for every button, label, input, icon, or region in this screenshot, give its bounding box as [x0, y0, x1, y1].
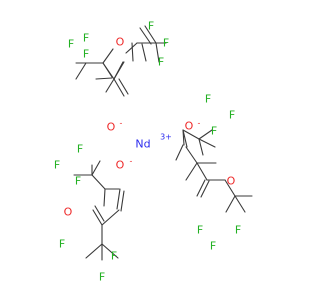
atom-f16: F [59, 238, 65, 251]
atom-f15: F [75, 175, 81, 188]
atom-f5: F [163, 37, 169, 50]
bond [105, 78, 115, 93]
bond [91, 160, 101, 176]
bond [131, 42, 134, 62]
atom-o-anion-3: O [116, 159, 125, 172]
bond [155, 42, 160, 63]
atom-o-anion-1: O [107, 121, 116, 134]
atom-f18: F [111, 250, 117, 263]
atom-f10: F [197, 224, 203, 237]
bond [95, 77, 113, 80]
bond [103, 188, 106, 207]
atom-o-keto-2: O [227, 175, 236, 188]
bond [125, 42, 138, 54]
charge-labels: - - - 3+ [120, 119, 201, 166]
atom-labels: F F F F F F O O F F F O O F F F F F F O … [54, 20, 241, 284]
bond [141, 43, 147, 62]
atom-f1: F [83, 32, 89, 45]
atom-f7: F [205, 93, 211, 106]
bond [175, 144, 184, 161]
bond [94, 205, 105, 222]
atom-f11: F [210, 240, 216, 253]
bond [101, 209, 120, 226]
bond [196, 162, 208, 181]
bond [234, 195, 246, 213]
bond [91, 174, 106, 190]
atom-nd: Nd [135, 138, 150, 151]
charge-minus-2: - [198, 119, 201, 128]
bond [102, 48, 114, 64]
atom-f3: F [68, 38, 74, 51]
bond [182, 129, 188, 148]
atom-f9: F [211, 125, 217, 138]
bond [102, 62, 115, 80]
charge-nd-3plus: 3+ [160, 133, 172, 142]
bond [144, 25, 157, 44]
atom-f13: F [77, 143, 83, 156]
bond [116, 188, 121, 210]
bond [198, 138, 204, 156]
bond [113, 61, 124, 80]
chemical-structure-diagram: F F F F F F O O F F F O O F F F F F F O … [54, 20, 253, 284]
bond [85, 243, 103, 259]
bond [198, 138, 216, 148]
bond [75, 62, 87, 80]
atom-f12: F [235, 224, 241, 237]
bond [101, 243, 119, 259]
charge-minus-3: - [130, 157, 133, 166]
atom-f14: F [54, 159, 60, 172]
bond [92, 209, 103, 226]
bond [200, 180, 210, 198]
atom-o-anion-2: O [185, 120, 194, 133]
bond [139, 27, 152, 45]
atom-o-keto-3: O [64, 206, 73, 219]
bond [185, 146, 198, 164]
bond [185, 162, 198, 181]
charge-minus-1: - [120, 119, 123, 128]
atom-f8: F [229, 109, 235, 122]
bond [198, 129, 213, 140]
bond [182, 129, 200, 140]
bond [225, 195, 236, 213]
atom-f4: F [148, 20, 154, 33]
atom-f6: F [158, 56, 164, 69]
atom-f17: F [99, 271, 105, 284]
atom-f2: F [83, 48, 89, 61]
bond [224, 179, 236, 197]
bonds [73, 25, 253, 261]
atom-o-keto-1: O [116, 36, 125, 49]
bond [113, 78, 125, 97]
bond [196, 179, 206, 197]
bond [120, 190, 125, 212]
bond [118, 78, 129, 95]
